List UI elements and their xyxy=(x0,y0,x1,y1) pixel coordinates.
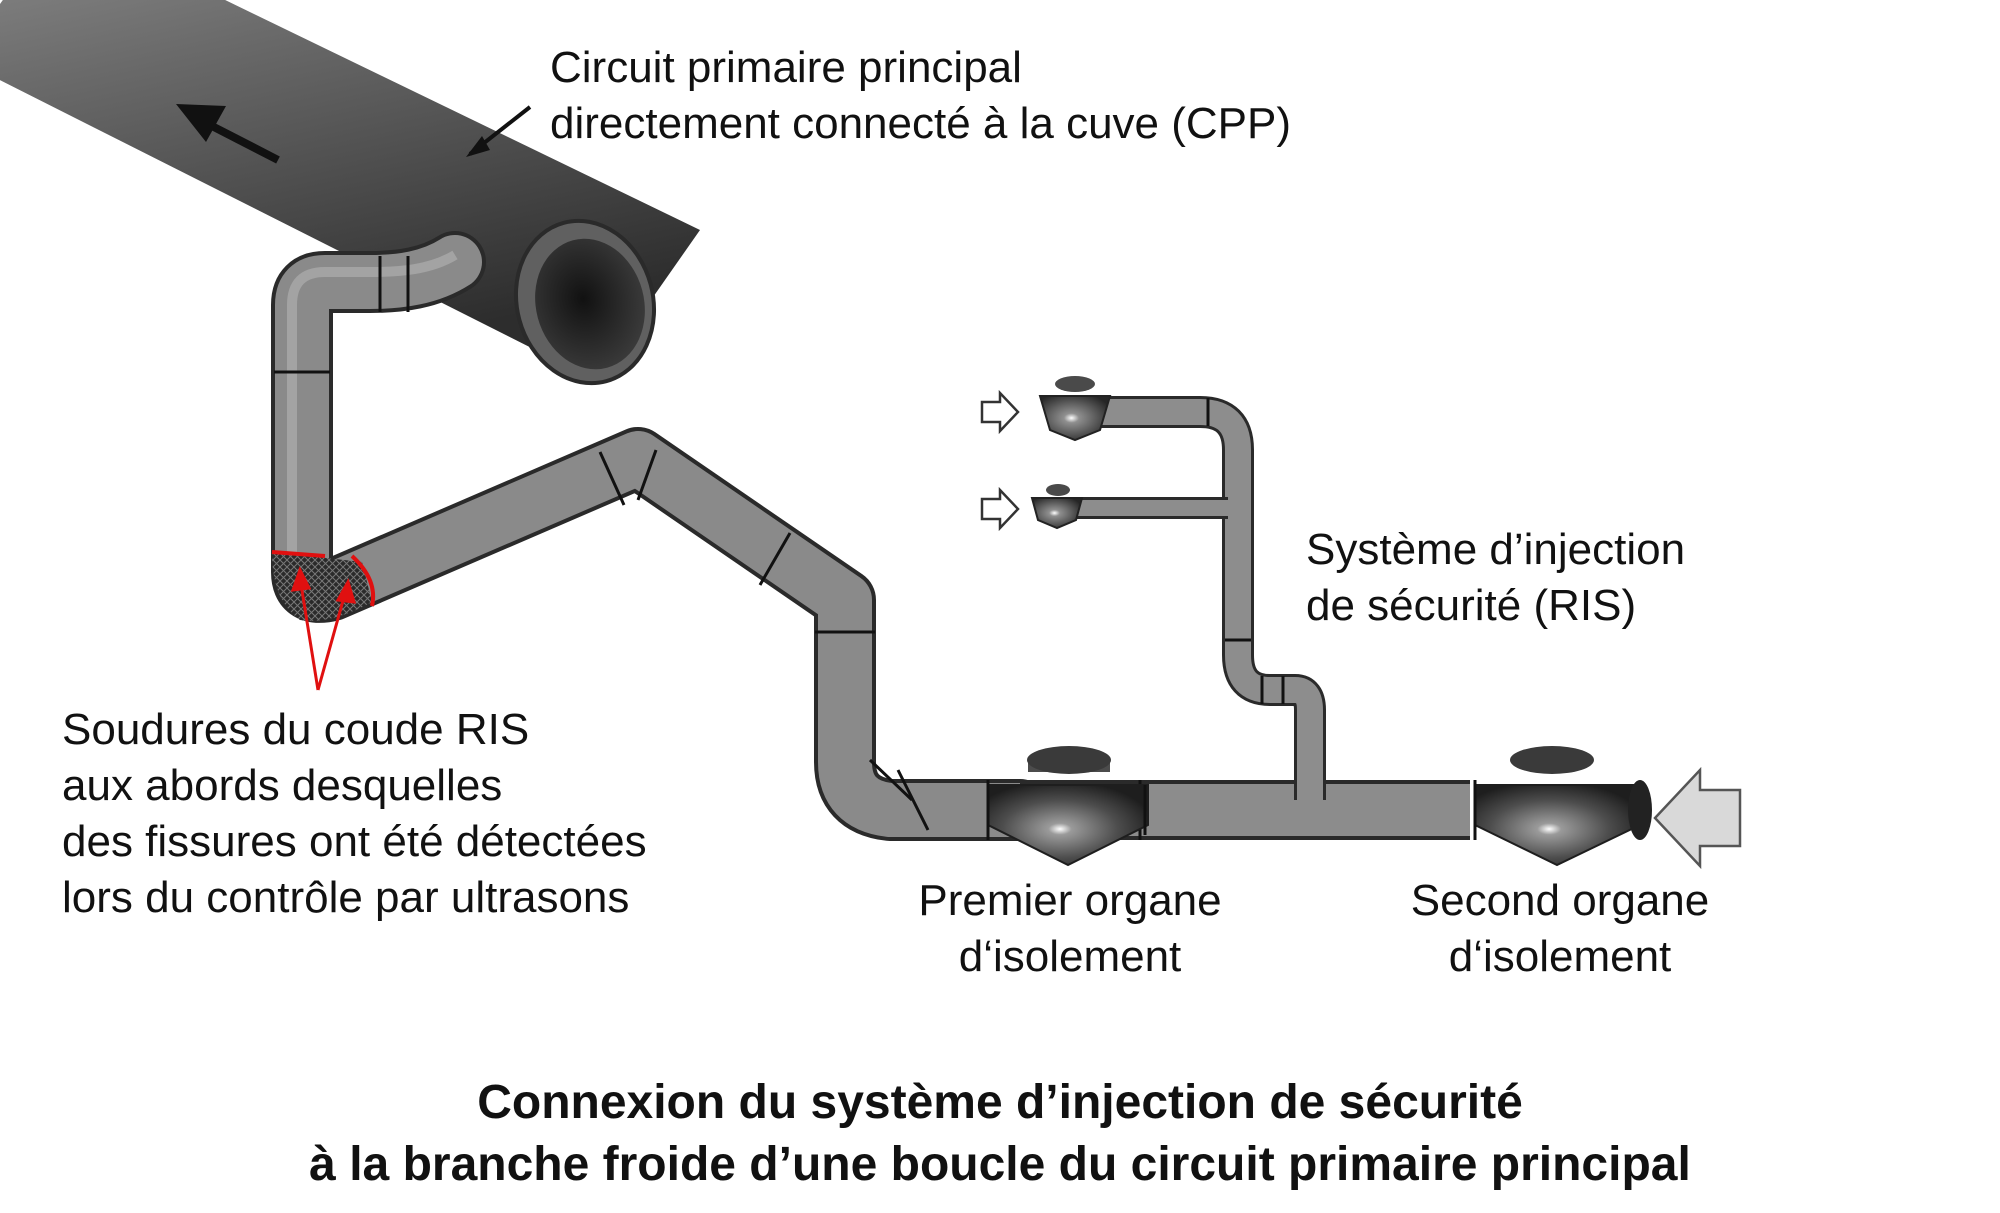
cpp-leader-arrowhead xyxy=(466,136,490,157)
weld-label-line-2: aux abords desquelles xyxy=(62,761,503,810)
cpp-label-line-1: Circuit primaire principal xyxy=(550,43,1022,92)
ris-label: Système d’injection de sécurité (RIS) xyxy=(1306,522,1685,634)
first-valve-label-line-2: d‘isolement xyxy=(958,932,1182,981)
ris-injection-piping xyxy=(1065,396,1326,800)
weld-pointer-arrows xyxy=(290,566,357,691)
inlet-arrow-lower-icon xyxy=(980,486,1020,532)
second-valve-label: Second organe d‘isolement xyxy=(1370,873,1750,985)
ris-elbow-weld-zone xyxy=(271,550,375,621)
main-primary-pipe xyxy=(0,0,700,386)
ris-label-line-1: Système d’injection xyxy=(1306,525,1686,574)
ris-label-line-2: de sécurité (RIS) xyxy=(1306,581,1637,630)
first-isolation-valve xyxy=(986,746,1149,867)
ris-inlet-valve-upper xyxy=(1038,376,1112,442)
caption-line-2: à la branche froide d’une boucle du circ… xyxy=(309,1138,1691,1191)
weld-label-line-4: lors du contrôle par ultrasons xyxy=(62,873,630,922)
weld-label-line-1: Soudures du coude RIS xyxy=(62,705,530,754)
inlet-arrow-upper-icon xyxy=(980,389,1020,435)
second-valve-label-line-1: Second organe xyxy=(1410,876,1710,925)
diagram-caption: Connexion du système d’injection de sécu… xyxy=(0,1072,2000,1196)
caption-line-1: Connexion du système d’injection de sécu… xyxy=(477,1076,1523,1129)
weld-label: Soudures du coude RIS aux abords desquel… xyxy=(62,702,647,926)
first-valve-label-line-1: Premier organe xyxy=(918,876,1222,925)
weld-label-line-3: des fissures ont été détectées xyxy=(62,817,647,866)
first-valve-label: Premier organe d‘isolement xyxy=(880,873,1260,985)
flow-direction-arrow-icon xyxy=(176,104,280,164)
cpp-label: Circuit primaire principal directement c… xyxy=(550,40,1291,152)
ris-inlet-valve-lower xyxy=(1030,484,1084,530)
second-isolation-valve xyxy=(1473,746,1652,867)
second-valve-label-line-2: d‘isolement xyxy=(1448,932,1672,981)
injection-inlet-arrow-icon xyxy=(1653,766,1742,870)
cpp-label-line-2: directement connecté à la cuve (CPP) xyxy=(550,99,1292,148)
